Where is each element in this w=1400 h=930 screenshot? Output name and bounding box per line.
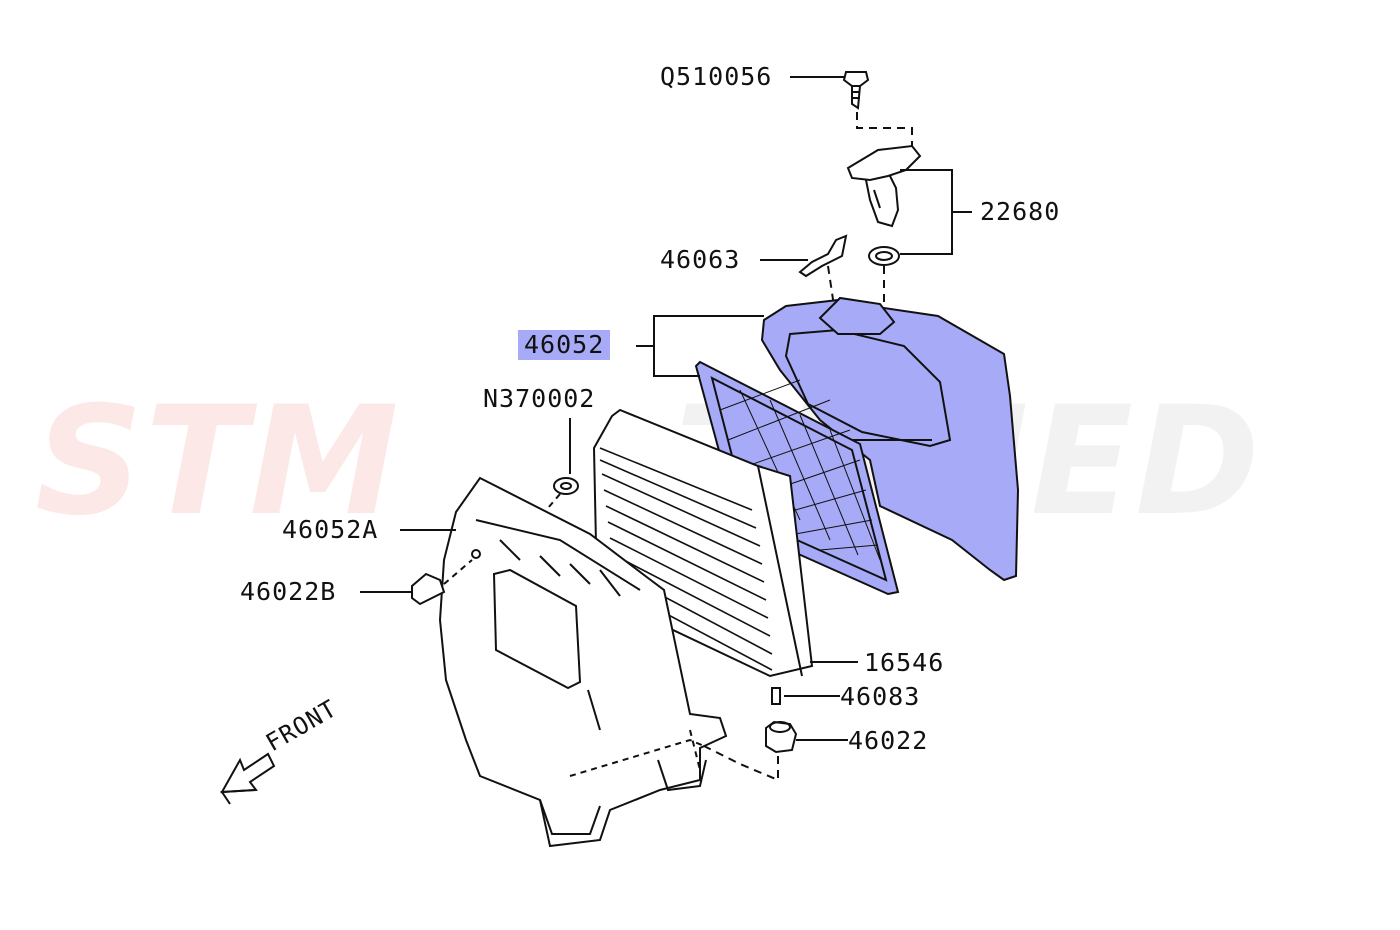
part-label-46083[interactable]: 46083	[840, 682, 921, 711]
grommet-n370002[interactable]	[553, 477, 579, 495]
part-label-46022[interactable]: 46022	[848, 726, 929, 755]
part-label-16546[interactable]: 16546	[864, 648, 945, 677]
part-label-46063[interactable]: 46063	[660, 245, 741, 274]
bracket-46052	[636, 315, 764, 377]
part-label-46052[interactable]: 46052	[518, 330, 611, 360]
lower-case-46052a[interactable]	[438, 476, 728, 848]
dash-bolt-sensor	[856, 112, 913, 146]
grommet-46022[interactable]	[765, 720, 798, 754]
upper-case-46052[interactable]	[760, 296, 1020, 582]
part-label-n370002[interactable]: N370002	[483, 384, 596, 413]
clip-46022b[interactable]	[411, 572, 446, 606]
bolt-q510056[interactable]	[842, 71, 870, 110]
bracket-22680	[900, 169, 972, 255]
front-arrow-icon	[220, 752, 276, 805]
part-label-46022b[interactable]: 46022B	[240, 577, 337, 606]
clip-46063[interactable]	[798, 234, 848, 278]
part-label-46052a[interactable]: 46052A	[282, 515, 379, 544]
pin-46083[interactable]	[771, 687, 781, 705]
part-label-q510056[interactable]: Q510056	[660, 62, 773, 91]
watermark-brand-left: STM	[35, 375, 401, 549]
sensor-22680[interactable]	[846, 144, 922, 266]
part-label-22680[interactable]: 22680	[980, 197, 1061, 226]
